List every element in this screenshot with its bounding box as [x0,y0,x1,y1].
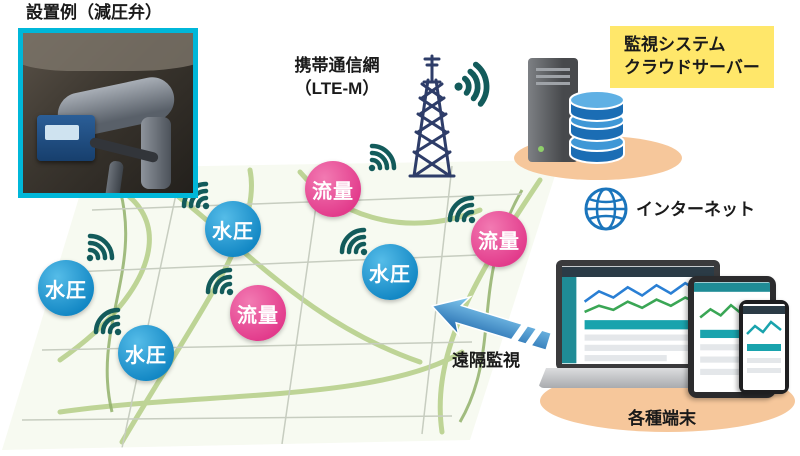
mobile-network-line1: 携帯通信網 [294,56,380,75]
sensor-node-water-pressure: 水圧 [118,325,174,381]
installation-photo [18,28,198,198]
cloud-server-line2: クラウドサーバー [624,57,760,77]
sensor-label: 水圧 [125,344,167,367]
database-icon [566,90,628,168]
remote-monitoring-label: 遠隔監視 [452,351,520,370]
remote-monitoring-arrow-icon [426,282,564,366]
sensor-node-water-pressure: 水圧 [205,201,261,257]
signal-icon [80,224,124,268]
internet-label: インターネット [636,200,755,219]
sensor-node-flow: 流量 [230,285,286,341]
cell-tower-icon [396,50,468,180]
mobile-network-line2: （LTE-M） [294,78,380,98]
signal-icon [330,218,374,262]
signal-icon [196,258,240,302]
sensor-node-water-pressure: 水圧 [38,260,94,316]
sensor-node-flow: 流量 [471,211,527,267]
sensor-label: 流量 [478,230,520,253]
signal-icon [438,186,482,230]
sensor-label: 流量 [312,180,354,203]
internet-globe-icon [583,186,629,232]
sensor-label: 水圧 [45,279,87,302]
signal-icon [441,45,520,124]
sensor-label: 水圧 [369,263,411,286]
photo-background [23,33,193,193]
photo-concrete-wall [23,33,193,71]
sensor-label: 水圧 [212,220,254,243]
installation-example-title: 設置例（減圧弁） [26,3,162,22]
mobile-network-label: 携帯通信網 （LTE-M） [262,55,412,101]
signal-icon [362,134,406,178]
sensor-node-flow: 流量 [305,161,361,217]
photo-controller-screen [45,125,79,140]
signal-icon [84,298,128,342]
cloud-server-line1: 監視システム [624,35,726,54]
sensor-label: 流量 [237,304,279,327]
cloud-server-callout: 監視システム クラウドサーバー [610,26,774,88]
smartphone-icon [739,300,789,394]
sensor-node-water-pressure: 水圧 [362,244,418,300]
photo-pipe [103,160,125,193]
terminals-label: 各種端末 [628,409,696,428]
